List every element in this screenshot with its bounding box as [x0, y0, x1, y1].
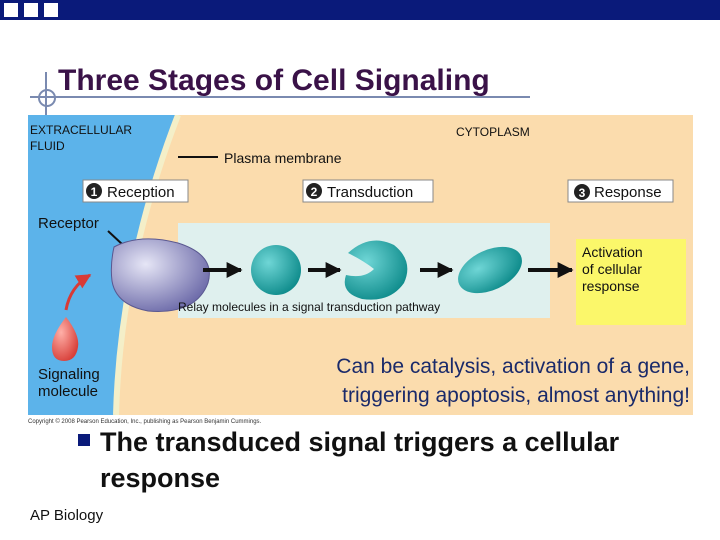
signaling-label-line2: molecule: [38, 383, 98, 400]
cell-signaling-diagram: 1 Reception 2 Transduction 3 Response EX…: [28, 115, 693, 425]
cytoplasm-label: CYTOPLASM: [456, 125, 530, 139]
footer-label: AP Biology: [30, 507, 104, 524]
bullet-square-icon: [78, 434, 90, 446]
stage1-number-badge: [86, 183, 102, 199]
title-crosshair-circle: [38, 89, 56, 107]
extracellular-label-line2: FLUID: [30, 139, 65, 153]
relay-molecule-3: [458, 246, 522, 294]
response-explanation: Can be catalysis, activation of a gene, …: [336, 355, 690, 407]
activation-label-line2: of cellular: [582, 261, 642, 277]
top-bar: [0, 0, 720, 20]
relay-caption: Relay molecules in a signal transduction…: [178, 300, 440, 314]
receptor-pointer-line: [107, 230, 124, 246]
activation-label-line3: response: [582, 278, 640, 294]
stage2-number: 2: [311, 185, 318, 199]
activation-label-line1: Activation: [582, 244, 643, 260]
stage3-label: Response: [594, 184, 662, 201]
bullet-text: The transduced signal triggers a cellula…: [100, 427, 620, 493]
stage2-label: Transduction: [327, 184, 413, 201]
signaling-label-line1: Signaling: [38, 366, 100, 383]
membrane-label: Plasma membrane: [224, 150, 342, 166]
stage2-number-badge: [306, 183, 322, 199]
title-underline: [30, 96, 530, 98]
receptor-label: Receptor: [38, 215, 99, 232]
stage1-box: [82, 179, 189, 203]
receptor-protein: [110, 238, 210, 312]
copyright-line: Copyright © 2008 Pearson Education, Inc.…: [28, 418, 262, 425]
slide-title: Three Stages of Cell Signaling: [58, 64, 490, 97]
signaling-molecule: [52, 317, 79, 361]
stage3-number-badge: [574, 184, 590, 200]
top-bar-squares: [4, 3, 58, 17]
relay-molecule-1: [251, 245, 301, 295]
relay-molecule-2: [344, 240, 408, 300]
extracellular-label-line1: EXTRACELLULAR: [30, 123, 132, 137]
stage3-box: [567, 179, 674, 203]
activation-box: [576, 239, 686, 325]
stage1-number: 1: [91, 185, 98, 199]
signal-binding-arrow: [64, 273, 92, 311]
stage3-number: 3: [579, 186, 586, 200]
stage1-label: Reception: [107, 184, 175, 201]
stage2-box: [302, 179, 434, 203]
